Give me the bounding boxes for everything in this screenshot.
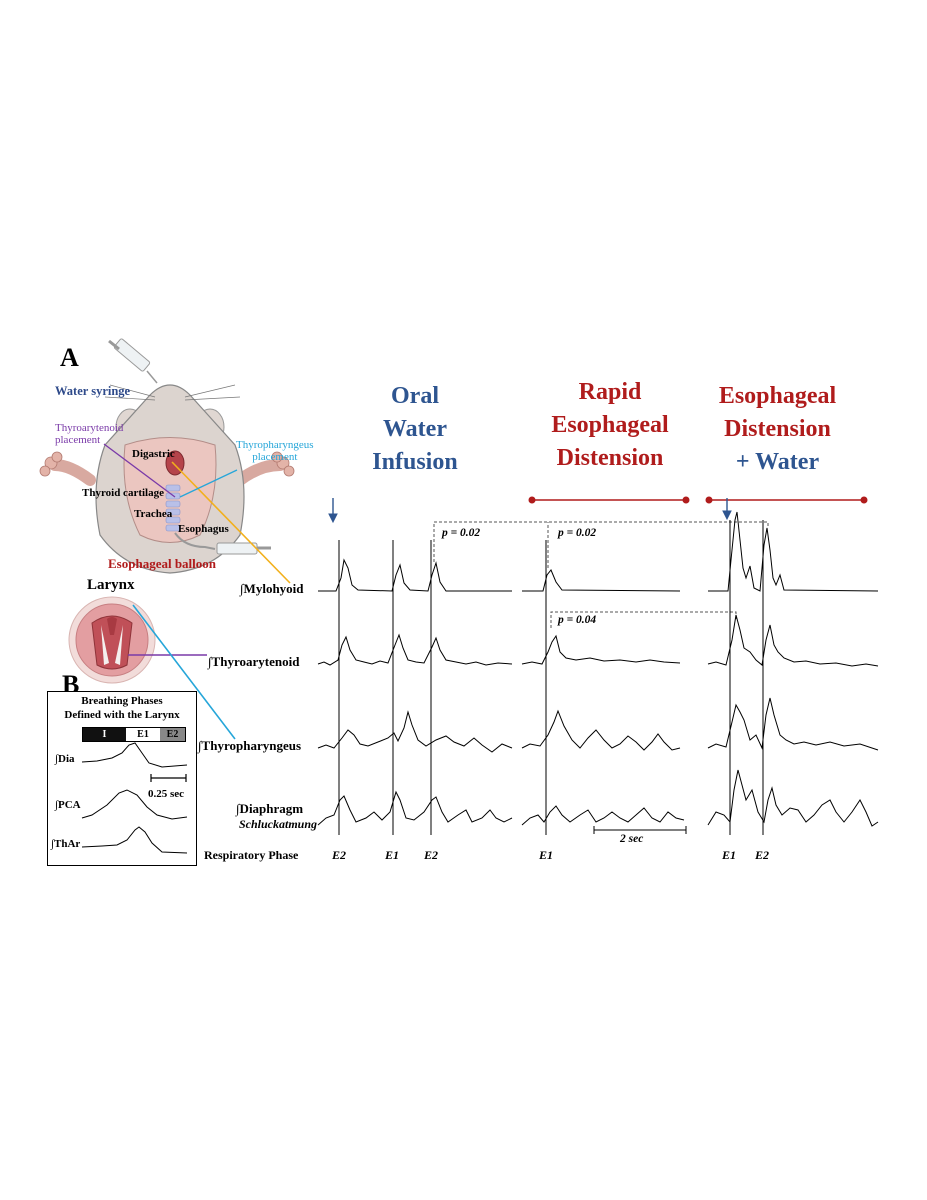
trace-label-mylohyoid: ∫Mylohyoid — [240, 581, 304, 596]
esophagus-label: Esophagus — [178, 523, 229, 535]
condition-combined-title: Esophageal Distension + Water — [695, 380, 860, 479]
thyropharyngeus-connector-top — [179, 469, 238, 498]
trace-label-diaphragm: ∫Diaphragm — [236, 801, 304, 816]
thyropharyngeus-connector — [132, 604, 236, 740]
panel-b-title-1: Breathing Phases — [81, 695, 163, 707]
panel-b-trace-dia: ∫Dia — [55, 753, 75, 765]
trace-label-thyroarytenoid: ∫Thyroarytenoid — [208, 654, 300, 669]
phase-bar: I E1 E2 — [82, 727, 186, 742]
p-value-2: p = 0.02 — [558, 527, 597, 539]
time-scale-label: 2 sec — [620, 833, 644, 845]
thyropharyngeus-placement-label: Thyropharyngeus placement — [236, 439, 314, 463]
water-syringe-label: Water syringe — [55, 384, 131, 398]
thyroarytenoid-connector-top — [103, 443, 176, 498]
thyroarytenoid-placement-label: Thyroarytenoid placement — [55, 422, 124, 446]
time-scale-bar — [593, 826, 687, 834]
diaphragm-trace — [317, 769, 879, 827]
phase-combined-1: E1 — [722, 848, 737, 862]
combined-distension-bar — [705, 496, 868, 504]
phase-e1: E1 — [126, 728, 160, 741]
condition-oral-title: Oral Water Infusion — [340, 380, 490, 479]
condition-rapid-line-2: Esophageal — [551, 412, 669, 438]
phase-oral-1: E2 — [332, 848, 347, 862]
panel-b-scale-bar — [150, 774, 187, 782]
phase-rapid-1: E1 — [539, 848, 554, 862]
panel-b-trace-thar: ∫ThAr — [51, 838, 81, 850]
thar-trace — [81, 826, 188, 854]
phase-i: I — [83, 728, 126, 741]
thyropharyngeus-trace — [317, 697, 879, 753]
water-arrow-combined — [722, 498, 732, 521]
water-syringe-icon — [108, 338, 158, 384]
condition-rapid-title: Rapid Esophageal Distension — [520, 376, 700, 475]
condition-oral-line-1: Oral — [391, 383, 439, 409]
trace-label-schluckatmung: Schluckatmung — [239, 817, 318, 831]
larynx-illustration — [68, 596, 156, 684]
condition-oral-line-3: Infusion — [372, 449, 458, 475]
panel-b-scale-label: 0.25 sec — [148, 788, 185, 800]
significance-brackets — [433, 521, 769, 628]
phase-e2: E2 — [160, 728, 185, 741]
condition-oral-line-2: Water — [383, 416, 447, 442]
water-arrow-oral — [328, 498, 338, 524]
pca-trace — [81, 789, 188, 820]
panel-b-trace-pca: ∫PCA — [55, 799, 81, 811]
p-value-3: p = 0.04 — [558, 614, 597, 626]
trachea-label: Trachea — [134, 508, 173, 520]
rat-illustration — [39, 338, 295, 574]
condition-combined-line-1: Esophageal — [718, 383, 837, 409]
esophageal-balloon-label: Esophageal balloon — [108, 556, 217, 571]
thyroarytenoid-trace — [317, 614, 879, 667]
phase-combined-2: E2 — [755, 848, 770, 862]
condition-rapid-line-1: Rapid — [578, 379, 642, 405]
trace-label-thyropharyngeus: ∫Thyropharyngeus — [198, 738, 302, 753]
phase-oral-2: E1 — [385, 848, 400, 862]
dia-trace — [81, 742, 188, 768]
larynx-title: Larynx — [87, 577, 135, 593]
digastric-label: Digastric — [132, 448, 175, 460]
condition-combined-line-3: + Water — [735, 449, 820, 475]
rapid-distension-bar — [528, 496, 690, 504]
thyroid-cartilage-label: Thyroid cartilage — [82, 487, 164, 499]
condition-combined-line-2: Distension — [724, 416, 831, 442]
phase-oral-3: E2 — [424, 848, 439, 862]
mylohyoid-connector — [171, 461, 291, 584]
mylohyoid-trace — [318, 511, 879, 592]
condition-rapid-line-3: Distension — [556, 445, 664, 471]
panel-a-letter: A — [60, 343, 79, 372]
panel-b-title-2: Defined with the Larynx — [64, 709, 180, 721]
panel-b-traces — [81, 742, 188, 854]
event-lines — [338, 520, 764, 835]
p-value-1: p = 0.02 — [442, 527, 481, 539]
trace-label-respiratory-phase: Respiratory Phase — [204, 848, 299, 862]
